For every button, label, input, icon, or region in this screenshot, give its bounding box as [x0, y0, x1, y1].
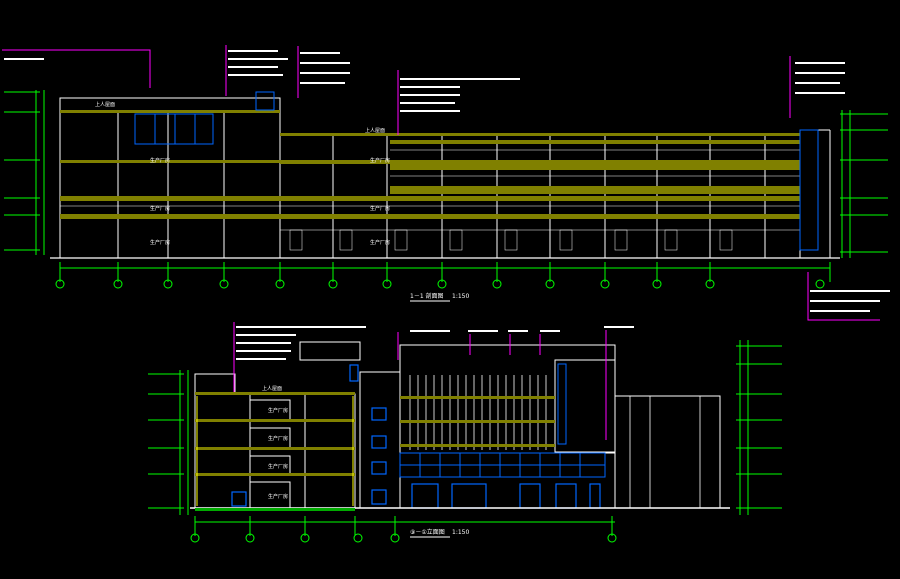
section-room-label-6: 生产厂房: [370, 239, 390, 246]
elevation-ground-strip: [195, 508, 355, 511]
elevation-note-leaders: [233, 322, 607, 440]
section-left-level-markers: [4, 90, 45, 255]
section-1-1: 生产厂房 生产厂房 生产厂房 生产厂房 生产厂房 生产厂房 上人屋面 上人屋面 …: [2, 45, 890, 321]
elevation-louvres: [409, 375, 547, 450]
section-room-label-2: 生产厂房: [150, 205, 170, 212]
elevation-louvre-bands: [400, 396, 555, 447]
section-window-bands: [60, 149, 800, 231]
elevation-roof-label: 上人屋面: [262, 385, 282, 392]
section-glass-bays: [134, 91, 819, 251]
section-note-leaders: [2, 45, 880, 321]
section-scale: 1:150: [452, 293, 469, 300]
elevation-title: ⑨－①立面图: [410, 528, 445, 536]
section-ground-doors: [289, 229, 733, 251]
section-room-label-3: 生产厂房: [150, 239, 170, 246]
section-room-label-4: 生产厂房: [370, 157, 390, 164]
elevation-left-slabs: [195, 392, 355, 476]
section-room-label-5: 生产厂房: [370, 205, 390, 212]
elevation-note-blocks: [236, 326, 634, 360]
elevation-left-level-markers: [148, 370, 189, 515]
section-right-level-markers: [840, 110, 888, 258]
elevation-dimension-line: [194, 516, 615, 536]
section-room-label-1: 生产厂房: [150, 157, 170, 164]
elevation-right-level-markers: [736, 340, 782, 515]
elevation-9-1: 生产厂房 生产厂房 生产厂房 生产厂房 上人屋面 ⑨－①立面图 1:150: [148, 322, 782, 543]
section-note-blocks: [4, 50, 890, 312]
elevation-axis-bubbles: [190, 533, 617, 543]
section-title: 1－1 剖面图: [410, 292, 444, 300]
elevation-left-windows: [231, 364, 387, 507]
section-roof-label-2: 上人屋面: [365, 127, 385, 134]
elevation-right-block: [629, 396, 721, 508]
section-floor-slabs: [60, 110, 800, 219]
elevation-room-label-4: 生产厂房: [268, 493, 288, 500]
elevation-room-label-3: 生产厂房: [268, 463, 288, 470]
elevation-curtain-wall: [399, 363, 606, 478]
elevation-room-label-2: 生产厂房: [268, 435, 288, 442]
elevation-scale: 1:150: [452, 529, 469, 536]
section-axis-bubbles: [55, 279, 825, 289]
section-roof-label-1: 上人屋面: [95, 101, 115, 108]
elevation-room-label-1: 生产厂房: [268, 407, 288, 414]
elevation-left-accents: [196, 396, 354, 506]
section-dimension-line: [59, 262, 831, 282]
